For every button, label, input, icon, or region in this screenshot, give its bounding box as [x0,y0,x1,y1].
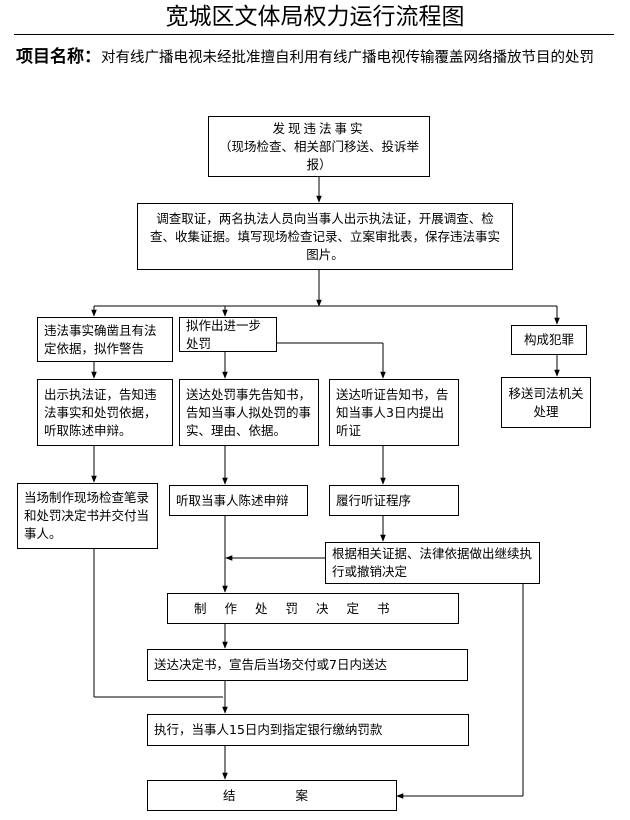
step-transfer-text: 移送司法机关处理 [508,385,584,419]
step-crime: 构成犯罪 [511,325,587,355]
step-decide: 根据相关证据、法律依据做出继续执行或撤销决定 [325,542,540,584]
step-execute: 执行，当事人15日内到指定银行缴纳罚款 [147,714,469,746]
step-transfer: 移送司法机关处理 [501,377,591,428]
project-text: 对有线广播电视未经批准擅自利用有线广播电视传输覆盖网络播放节目的处罚 [101,50,594,66]
step-deliver-text: 送达决定书，宣告后当场交付或7日内送达 [154,657,387,672]
step-onsite-decision-text: 当场制作现场检查笔录和处罚决定书并交付当事人。 [24,490,150,541]
step-further: 拟作出进一步处罚 [179,317,277,352]
page-title: 宽城区文体局权力运行流程图 [165,4,465,30]
title-rule [14,34,614,35]
step-close: 结案 [147,780,397,811]
step-hearing-notice: 送达听证告知书，告知当事人3日内提出听证 [329,379,459,446]
step-make-decision-text: 制作处罚决定书 [194,600,408,616]
step-listen: 听取当事人陈述申辩 [169,485,308,516]
step-investigate-text: 调查取证，两名执法人员向当事人出示执法证，开展调查、检查、收集证据。填写现场检查… [149,210,500,262]
step-notice-text: 送达处罚事先告知书，告知当事人拟处罚的事实、理由、依据。 [186,386,312,438]
step-execute-text: 执行，当事人15日内到指定银行缴纳罚款 [154,722,383,737]
step-investigate: 调查取证，两名执法人员向当事人出示执法证，开展调查、检查、收集证据。填写现场检查… [137,203,513,270]
step-hearing-notice-text: 送达听证告知书，告知当事人3日内提出听证 [336,386,449,438]
step-hearing-text: 履行听证程序 [336,492,412,508]
step-deliver: 送达决定书，宣告后当场交付或7日内送达 [147,649,468,681]
step-further-text: 拟作出进一步处罚 [186,317,262,351]
step-listen-text: 听取当事人陈述申辩 [176,492,289,508]
step-close-text: 结案 [223,787,369,803]
step-discover-line2: （现场检查、相关部门移送、投诉举报） [218,138,419,172]
step-make-decision: 制作处罚决定书 [167,593,459,624]
step-show-cert-text: 出示执法证，告知违法事实和处罚依据，听取陈述申辩。 [44,386,157,438]
step-notice: 送达处罚事先告知书，告知当事人拟处罚的事实、理由、依据。 [179,379,319,446]
step-onsite-decision: 当场制作现场检查笔录和处罚决定书并交付当事人。 [17,483,158,549]
step-show-cert: 出示执法证，告知违法事实和处罚依据，听取陈述申辩。 [37,379,173,446]
step-hearing: 履行听证程序 [329,485,459,516]
project-label: 项目名称： [16,47,101,67]
step-discover-line1: 发现违法事实 [272,120,366,136]
step-warning-text: 违法事实确凿且有法定依据，拟作警告 [44,322,157,356]
step-discover: 发现违法事实 （现场检查、相关部门移送、投诉举报） [208,116,430,177]
step-crime-text: 构成犯罪 [523,332,574,347]
step-decide-text: 根据相关证据、法律依据做出继续执行或撤销决定 [332,546,533,579]
project-name: 项目名称：对有线广播电视未经批准擅自利用有线广播电视传输覆盖网络播放节目的处罚 [16,40,616,75]
step-warning: 违法事实确凿且有法定依据，拟作警告 [37,317,173,362]
